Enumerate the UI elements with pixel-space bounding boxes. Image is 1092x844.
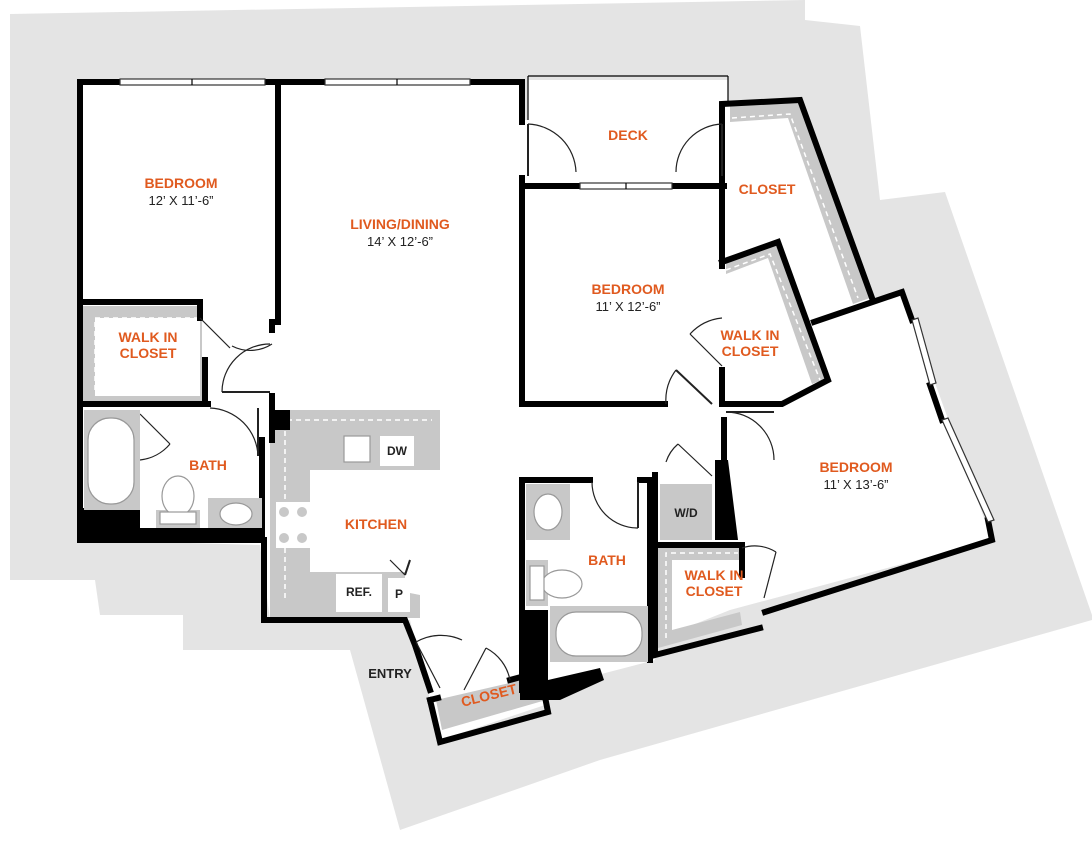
- room-name: BATH: [189, 457, 227, 473]
- room-name: WALK IN: [684, 567, 743, 583]
- room-name: LIVING/DINING: [350, 216, 450, 232]
- room-dimensions: 12’ X 11’-6”: [148, 193, 213, 208]
- pantry: [388, 578, 410, 612]
- fixtures-group: [84, 410, 712, 662]
- room-name: WALK IN: [118, 329, 177, 345]
- room-name: BATH: [588, 552, 626, 568]
- fixture-label: DW: [387, 444, 408, 458]
- refrigerator: [336, 574, 382, 612]
- closet-shade-4: [658, 548, 742, 648]
- window: [911, 317, 937, 386]
- sink: [219, 502, 253, 526]
- windows-group: [119, 75, 995, 523]
- closet-shade-2: [730, 103, 870, 304]
- closet-shade-5: [436, 676, 546, 730]
- room-name: CLOSET: [686, 583, 743, 599]
- room-name: CLOSET: [722, 343, 779, 359]
- room-name: CLOSET: [739, 181, 796, 197]
- room-name: WALK IN: [720, 327, 779, 343]
- sink: [533, 493, 563, 531]
- walls-group: [77, 79, 996, 746]
- doors-group: [139, 123, 777, 691]
- fixture-label: W/D: [674, 506, 698, 520]
- room-name: CLOSET: [120, 345, 177, 361]
- dishwasher: [380, 436, 414, 466]
- room-name: BEDROOM: [144, 175, 217, 191]
- fixture-label: P: [395, 587, 403, 601]
- room-name: KITCHEN: [345, 516, 407, 532]
- entry-label: ENTRY: [368, 666, 412, 681]
- window: [941, 417, 995, 523]
- room-name: BEDROOM: [591, 281, 664, 297]
- room-dimensions: 14’ X 12’-6”: [367, 234, 433, 249]
- washer-dryer: [660, 484, 712, 540]
- room-dimensions: 11’ X 13’-6”: [823, 477, 888, 492]
- room-dimensions: 11’ X 12’-6”: [595, 299, 660, 314]
- toilet: [161, 475, 195, 517]
- fixture-label: REF.: [346, 585, 372, 599]
- closet-shade-3: [726, 243, 828, 384]
- room-name: DECK: [608, 127, 648, 143]
- labels-group: BEDROOM 12’ X 11’-6” LIVING/DINING 14’ X…: [118, 127, 892, 710]
- toilet: [541, 569, 583, 599]
- room-name: BEDROOM: [819, 459, 892, 475]
